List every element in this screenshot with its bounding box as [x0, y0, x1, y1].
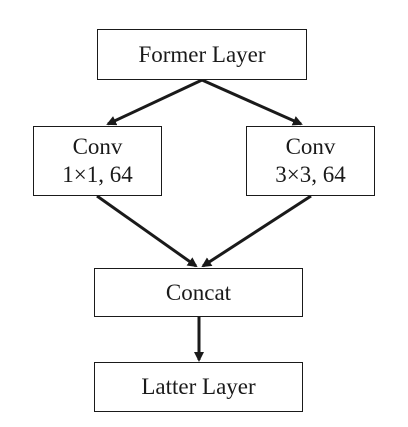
former-layer-label: Former Layer	[138, 41, 266, 67]
arrow-conv1-to-concat	[96, 194, 198, 268]
latter-layer-box: Latter Layer	[94, 362, 303, 412]
conv-1x1-title: Conv	[72, 134, 123, 160]
concat-label: Concat	[165, 279, 232, 305]
conv-1x1-params: 1×1, 64	[62, 162, 133, 187]
latter-layer-label: Latter Layer	[141, 374, 256, 400]
arrow-former-to-conv1	[106, 78, 203, 126]
conv-3x3-box: Conv 3×3, 64	[246, 126, 375, 196]
conv-1x1-box: Conv 1×1, 64	[33, 126, 162, 196]
arrow-former-to-conv3	[201, 78, 303, 126]
conv-3x3-title: Conv	[285, 134, 336, 160]
former-layer-box: Former Layer	[97, 29, 307, 80]
concat-box: Concat	[94, 268, 303, 317]
conv-3x3-params: 3×3, 64	[275, 162, 346, 187]
arrow-conv3-to-concat	[201, 194, 312, 268]
